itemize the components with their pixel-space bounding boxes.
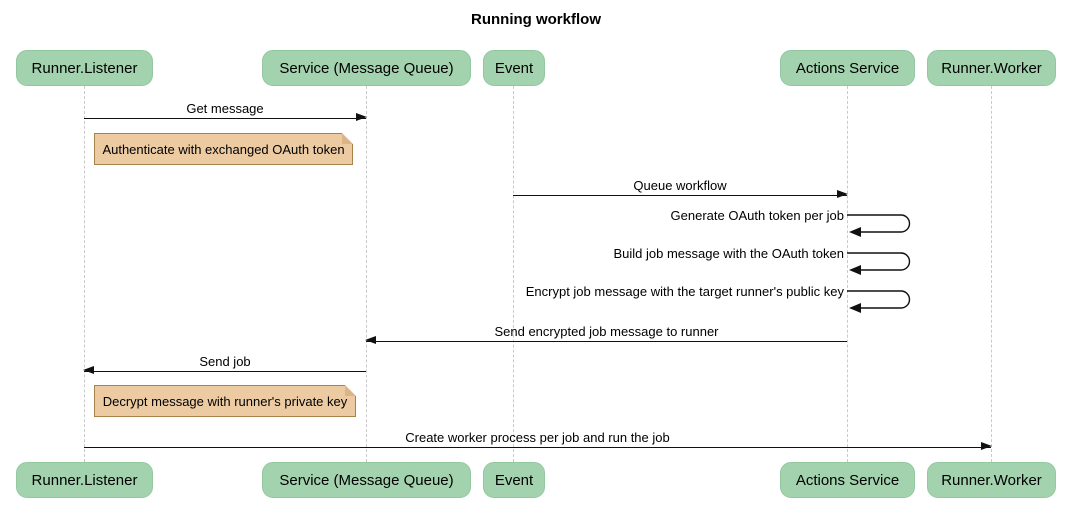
actor-box-runner-listener-top: Runner.Listener xyxy=(16,50,153,86)
lifeline-actions-service xyxy=(847,86,848,462)
arrowhead-right xyxy=(837,190,848,199)
note-decrypt: Decrypt message with runner's private ke… xyxy=(94,385,356,417)
actor-box-service-message-queue-bottom: Service (Message Queue) xyxy=(262,462,471,498)
message-label: Create worker process per job and run th… xyxy=(405,430,670,445)
arrowhead-right xyxy=(356,113,367,122)
actor-box-runner-worker-bottom: Runner.Worker xyxy=(927,462,1056,498)
message-create-worker-process: Create worker process per job and run th… xyxy=(84,430,992,451)
self-loop-arrow xyxy=(847,252,911,275)
self-loop-arrow xyxy=(847,290,911,313)
self-message-generate-oauth-token: Generate OAuth token per job xyxy=(670,208,844,223)
self-message-encrypt-job-message: Encrypt job message with the target runn… xyxy=(525,284,844,299)
actor-box-actions-service-top: Actions Service xyxy=(780,50,915,86)
message-get-message: Get message xyxy=(84,101,367,122)
actor-box-event-top: Event xyxy=(483,50,545,86)
message-send-job: Send job xyxy=(83,354,366,375)
actor-box-actions-service-bottom: Actions Service xyxy=(780,462,915,498)
lifeline-runner-listener xyxy=(84,86,85,462)
lifeline-runner-worker xyxy=(991,86,992,462)
message-label: Queue workflow xyxy=(633,178,727,193)
self-message-build-job-message: Build job message with the OAuth token xyxy=(613,246,844,261)
lifeline-service-message-queue xyxy=(366,86,367,462)
note-authenticate: Authenticate with exchanged OAuth token xyxy=(94,133,353,165)
actor-box-event-bottom: Event xyxy=(483,462,545,498)
arrowhead-left xyxy=(365,336,376,345)
diagram-title: Running workflow xyxy=(471,11,601,28)
actor-box-service-message-queue-top: Service (Message Queue) xyxy=(262,50,471,86)
actor-box-runner-listener-bottom: Runner.Listener xyxy=(16,462,153,498)
lifeline-event xyxy=(513,86,514,462)
self-loop-arrow xyxy=(847,214,911,237)
message-label: Send job xyxy=(199,354,251,369)
message-send-encrypted-job: Send encrypted job message to runner xyxy=(365,324,847,345)
arrowhead-left xyxy=(83,366,94,375)
arrowhead-right xyxy=(981,442,992,451)
message-label: Get message xyxy=(186,101,264,116)
actor-box-runner-worker-top: Runner.Worker xyxy=(927,50,1056,86)
message-queue-workflow: Queue workflow xyxy=(513,178,848,199)
message-label: Send encrypted job message to runner xyxy=(494,324,719,339)
